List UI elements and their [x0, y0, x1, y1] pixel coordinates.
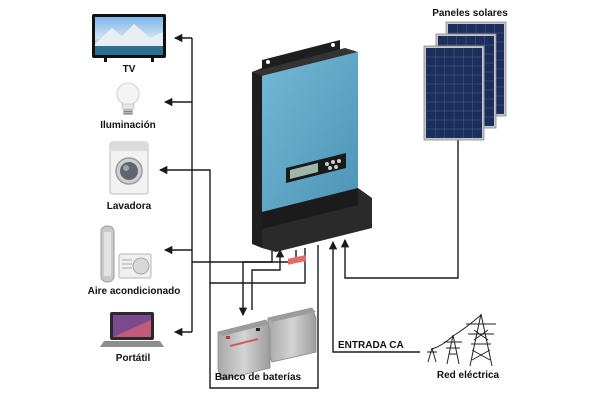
solar-label: Paneles solares — [432, 8, 508, 19]
washing-machine-icon — [109, 141, 149, 195]
laptop-icon — [100, 312, 164, 347]
power-tower-icon — [427, 313, 496, 367]
air-conditioner-icon — [100, 225, 152, 283]
washer-label: Lavadora — [106, 201, 152, 212]
ac-input-line — [328, 240, 420, 353]
solar-inverter-icon — [252, 40, 372, 252]
laptop-label: Portátil — [115, 353, 151, 364]
tv-icon — [92, 14, 166, 62]
battery-link-1 — [238, 250, 273, 317]
lighting-label: Iluminación — [100, 120, 156, 131]
tv-label: TV — [122, 64, 136, 75]
battery-label: Banco de baterías — [214, 372, 302, 383]
battery-link-2 — [251, 248, 285, 310]
grid-label: Red eléctrica — [436, 370, 500, 381]
battery-icon — [217, 254, 317, 381]
solar-input-line — [340, 140, 459, 279]
ac-label: Aire acondicionado — [87, 286, 181, 297]
battery-bank-line — [209, 245, 319, 389]
ac-input-label: ENTRADA CA — [338, 340, 404, 351]
light-bulb-icon — [116, 82, 140, 115]
solar-panel-icon — [423, 21, 507, 141]
